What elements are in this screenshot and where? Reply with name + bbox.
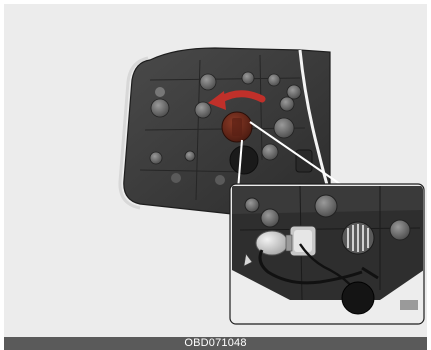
- detail-inset: [230, 184, 424, 324]
- vent-grille: [342, 222, 374, 254]
- bulb-socket-icon: [222, 112, 252, 142]
- figure-code: OBD071048: [4, 337, 427, 350]
